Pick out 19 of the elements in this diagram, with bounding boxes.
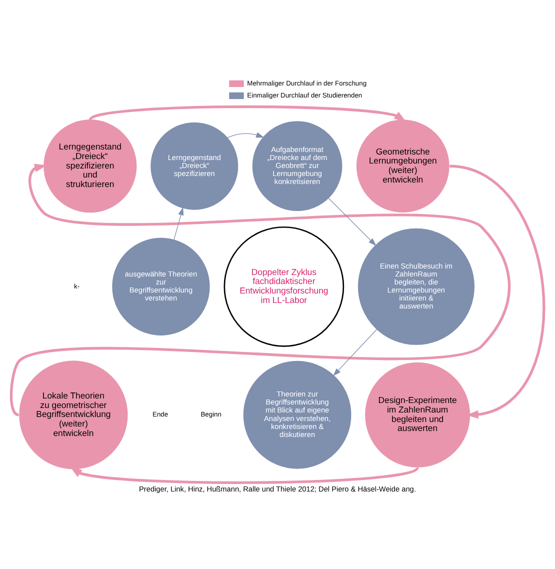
node-circle: Design-Experimente im ZahlenRaum begleiten und auswerten bbox=[365, 362, 470, 467]
node-circle: ausgewählte Theorien zur Begriffsentwicklung verstehen bbox=[112, 237, 210, 335]
node-circle: Doppelter Zyklus fachdidaktischer Entwicklungsforschung im LL-Labor bbox=[224, 226, 344, 346]
caption: Prediger, Link, Hinz, Hußmann, Ralle und Thiele 2012; Del Piero & Häsel-Weide ang. bbox=[139, 484, 416, 494]
arrow bbox=[89, 104, 406, 122]
node-circle: Lerngegenstand „Dreieck“ spezifizieren und strukturieren bbox=[44, 119, 137, 212]
arrow bbox=[328, 197, 376, 246]
arrow bbox=[449, 164, 546, 418]
node-circle: Einen Schulbesuch im ZahlenRaum begleiten, die Lernumgebungen initiieren & auswerten bbox=[358, 228, 475, 344]
node-circle: Theorien zur Begriffsentwicklung mit Blick auf eigene Analysen verstehen, konkretisieren & diskutieren bbox=[243, 360, 352, 468]
node-circle: Lerngegenstand „Dreieck“ spezifizieren bbox=[150, 122, 238, 210]
node-circle: Aufgabenformat „Dreiecke auf dem Geobrett“ zur Lernumgebung konkretisieren bbox=[252, 120, 342, 211]
arrow bbox=[333, 328, 378, 376]
arrow bbox=[174, 206, 184, 240]
node-circle: Lokale Theorien zu geometrischer Begriffsentwicklung (weiter) entwickeln bbox=[19, 360, 128, 469]
arrow bbox=[10, 163, 510, 416]
arrow bbox=[227, 132, 264, 138]
arrow bbox=[70, 466, 418, 484]
node-circle: Geometrische Lernumgebungen (weiter) entwickeln bbox=[356, 119, 450, 212]
